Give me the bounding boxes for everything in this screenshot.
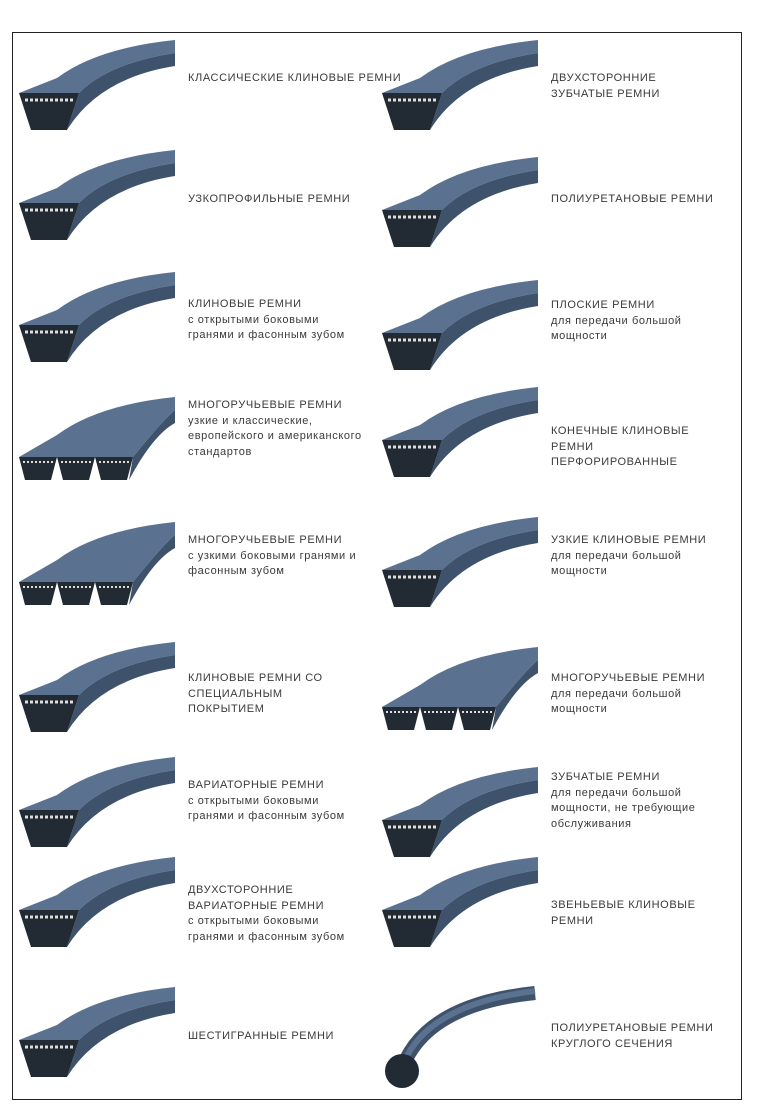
belt-subtitle: для передачи большой — [551, 549, 682, 562]
belt-title: МНОГОРУЧЬЕВЫЕ РЕМНИ — [551, 672, 706, 684]
belt-subtitle: РЕМНИ — [551, 440, 594, 453]
belt-description: УЗКОПРОФИЛЬНЫЕ РЕМНИ — [188, 192, 350, 208]
double-timing-belt-image — [380, 38, 538, 143]
belt-subtitle: РЕМНИ — [551, 914, 594, 927]
double-variable-speed-belt-image — [17, 855, 175, 960]
belt-description: ПОЛИУРЕТАНОВЫЕ РЕМНИ КРУГЛОГО СЕЧЕНИЯ — [551, 1021, 713, 1052]
belt-title: ПОЛИУРЕТАНОВЫЕ РЕМНИ — [551, 1022, 714, 1034]
belt-subtitle: европейского и американского — [188, 430, 362, 442]
belt-description: ЗВЕНЬЕВЫЕ КЛИНОВЫЕ РЕМНИ — [551, 898, 696, 929]
belt-description: ШЕСТИГРАННЫЕ РЕМНИ — [188, 1029, 334, 1045]
belt-description: КЛИНОВЫЕ РЕМНИ с открытыми боковыми граням… — [188, 297, 345, 344]
belt-title: КЛИНОВЫЕ РЕМНИ — [188, 298, 302, 310]
belt-subtitle: ПЕРФОРИРОВАННЫЕ — [551, 456, 678, 468]
belt-title: ЗУБЧАТЫЕ РЕМНИ — [551, 771, 660, 783]
timing-belt-image — [380, 765, 538, 870]
belt-subtitle: ПОКРЫТИЕМ — [188, 703, 265, 715]
banded-cogged-belt-image — [17, 520, 175, 625]
narrow-v-belt-image — [380, 515, 538, 620]
flat-belt-image — [380, 278, 538, 383]
belt-subtitle: ЗУБЧАТЫЕ РЕМНИ — [551, 87, 660, 100]
belt-description: ПОЛИУРЕТАНОВЫЕ РЕМНИ — [551, 192, 713, 208]
belt-description: ЗУБЧАТЫЕ РЕМНИ для передачи большой мощнос… — [551, 770, 695, 832]
coated-v-belt-image — [17, 640, 175, 745]
variable-speed-belt-image — [17, 755, 175, 860]
belt-subtitle: для передачи большой — [551, 786, 682, 799]
belt-title: ЗВЕНЬЕВЫЕ КЛИНОВЫЕ — [551, 899, 696, 911]
belt-subtitle: КРУГЛОГО СЕЧЕНИЯ — [551, 1037, 673, 1050]
belt-subtitle: узкие и классические, — [188, 414, 313, 427]
round-polyurethane-belt-image — [380, 985, 538, 1095]
belt-title: МНОГОРУЧЬЕВЫЕ РЕМНИ — [188, 399, 343, 411]
belt-subtitle: гранями и фасонным зубом — [188, 810, 345, 822]
belt-subtitle: для передачи большой — [551, 687, 682, 700]
narrow-profile-belt-image — [17, 148, 175, 253]
belt-subtitle: мощности — [551, 330, 608, 342]
belt-title: УЗКИЕ КЛИНОВЫЕ РЕМНИ — [551, 534, 707, 546]
belt-description: КОНЕЧНЫЕ КЛИНОВЫЕ РЕМНИ ПЕРФОРИРОВАННЫЕ — [551, 424, 689, 471]
classic-v-belt-image — [17, 38, 175, 143]
belt-subtitle: гранями и фасонным зубом — [188, 930, 345, 943]
belt-title: КЛАССИЧЕСКИЕ КЛИНОВЫЕ РЕМНИ — [188, 72, 402, 84]
belt-title: ПОЛИУРЕТАНОВЫЕ РЕМНИ — [551, 193, 714, 205]
belt-title: УЗКОПРОФИЛЬНЫЕ РЕМНИ — [188, 193, 351, 205]
belt-title: КОНЕЧНЫЕ КЛИНОВЫЕ — [551, 425, 690, 437]
belt-description: КЛИНОВЫЕ РЕМНИ СО СПЕЦИАЛЬНЫМ ПОКРЫТИЕМ — [188, 671, 323, 718]
link-v-belt-image — [380, 855, 538, 960]
belt-title: ДВУХСТОРОННИЕ — [551, 72, 657, 84]
belt-description: МНОГОРУЧЬЕВЫЕ РЕМНИ узкие и классические,… — [188, 398, 362, 460]
belt-description: ПЛОСКИЕ РЕМНИ для передачи большой мощност… — [551, 298, 682, 345]
belt-title: ПЛОСКИЕ РЕМНИ — [551, 299, 655, 311]
belt-title: ШЕСТИГРАННЫЕ РЕМНИ — [188, 1030, 335, 1042]
belt-title: ВАРИАТОРНЫЕ РЕМНИ — [188, 779, 325, 791]
catalog-frame — [12, 32, 742, 1100]
belt-description: УЗКИЕ КЛИНОВЫЕ РЕМНИ для передачи большой… — [551, 533, 706, 580]
belt-subtitle: с открытыми боковыми — [188, 313, 319, 326]
belt-description: КЛАССИЧЕСКИЕ КЛИНОВЫЕ РЕМНИ — [188, 71, 401, 87]
belt-subtitle: с открытыми боковыми — [188, 794, 319, 807]
belt-subtitle: с узкими боковыми гранями и — [188, 549, 357, 562]
belt-subtitle: мощности — [551, 703, 608, 715]
belt-description: ДВУХСТОРОННИЕ ЗУБЧАТЫЕ РЕМНИ — [551, 71, 660, 102]
belt-subtitle: фасонным зубом — [188, 565, 285, 577]
belt-subtitle: ВАРИАТОРНЫЕ РЕМНИ — [188, 899, 325, 912]
belt-description: ВАРИАТОРНЫЕ РЕМНИ с открытыми боковыми гра… — [188, 778, 345, 825]
belt-description: МНОГОРУЧЬЕВЫЕ РЕМНИ для передачи большой м… — [551, 671, 705, 718]
belt-subtitle: стандартов — [188, 445, 252, 458]
belt-subtitle: мощности — [551, 565, 608, 577]
belt-subtitle: мощности, не требующие — [551, 802, 696, 814]
belt-subtitle: для передачи большой — [551, 314, 682, 327]
belt-title: КЛИНОВЫЕ РЕМНИ СО — [188, 672, 323, 684]
raw-edge-cogged-belt-image — [17, 270, 175, 375]
belt-description: МНОГОРУЧЬЕВЫЕ РЕМНИ с узкими боковыми гра… — [188, 533, 356, 580]
banded-belt-image — [17, 395, 175, 500]
perforated-v-belt-image — [380, 385, 538, 490]
belt-subtitle: СПЕЦИАЛЬНЫМ — [188, 687, 283, 700]
belt-subtitle: гранями и фасонным зубом — [188, 329, 345, 341]
belt-subtitle: с открытыми боковыми — [188, 915, 319, 927]
banded-power-belt-image — [380, 645, 538, 750]
belt-title: ДВУХСТОРОННИЕ — [188, 884, 294, 896]
belt-title: МНОГОРУЧЬЕВЫЕ РЕМНИ — [188, 534, 343, 546]
polyurethane-belt-image — [380, 155, 538, 260]
belt-subtitle: обслуживания — [551, 817, 632, 830]
hexagonal-belt-image — [17, 985, 175, 1090]
belt-description: ДВУХСТОРОННИЕ ВАРИАТОРНЫЕ РЕМНИ с открытым… — [188, 883, 345, 945]
